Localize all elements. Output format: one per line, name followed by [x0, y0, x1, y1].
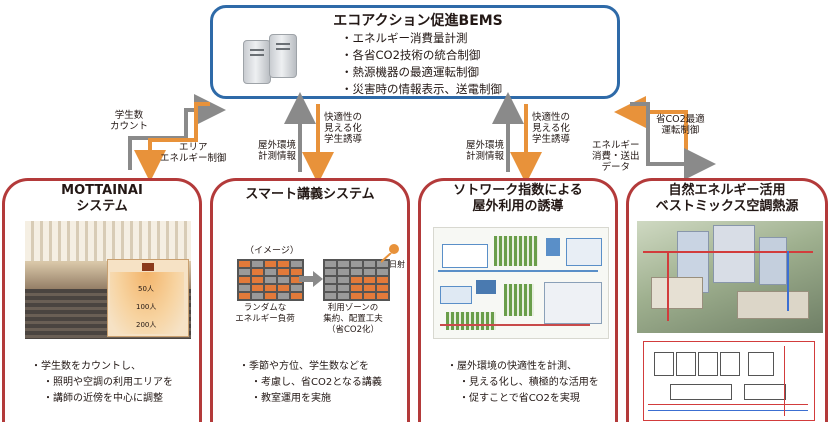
sotowork-diagram: [433, 227, 609, 339]
panel-sotowork: ソトワーク指数による 屋外利用の誘導 屋外環境の快適性を計測、 見える化し、積極…: [418, 178, 618, 422]
arrow-right-icon: [299, 271, 323, 287]
bems-box: エコアクション促進BEMS エネルギー消費量計測 各省CO2技術の統合制御 熱源…: [210, 5, 620, 99]
panel-title: スマート講義システム: [245, 187, 375, 202]
bems-feature: エネルギー消費量計測: [341, 30, 502, 47]
arrow-label: 屋外環境 計測情報: [466, 140, 505, 162]
panel-description: 学生数をカウントし、 照明や空調の利用エリアを 講師の近傍を中心に調整: [31, 359, 173, 407]
lecture-hall-image: 50人 100人 200人: [25, 221, 191, 339]
arrow-gray-right: [630, 102, 716, 180]
image-note: （イメージ）: [245, 246, 299, 256]
sun-label: 日射: [389, 260, 405, 269]
arrow-label: エリア エネルギー制御: [160, 142, 227, 164]
arrow-label: 屋外環境 計測情報: [258, 140, 297, 162]
count-label: 100人: [136, 303, 157, 311]
bems-title: エコアクション促進BEMS: [333, 13, 503, 29]
sun-icon: [389, 244, 399, 254]
server-icon: [239, 34, 299, 90]
sun-ray-icon: [381, 253, 392, 263]
panel-smart-lecture: スマート講義システム （イメージ） 日射 ランダムな エネルギー負荷 利用ゾーン…: [210, 178, 410, 422]
panel-title: ソトワーク指数による 屋外利用の誘導: [453, 183, 583, 214]
arrow-label: エネルギー 消費・送出 データ: [592, 140, 640, 173]
right-caption: 利用ゾーンの 集約、配置工夫 （省CO2化）: [323, 303, 383, 335]
bems-feature: 災害時の情報表示、送電制御: [341, 81, 503, 98]
bems-feature-list: エネルギー消費量計測 各省CO2技術の統合制御 熱源機器の最適運転制御 災害時の…: [341, 30, 503, 98]
heat-source-schematic: [643, 341, 815, 421]
connector-arrows: [128, 92, 716, 180]
arrow-label: 省CO2最適 運転制御: [656, 114, 705, 136]
panel-title: MOTTAINAI システム: [61, 183, 143, 214]
campus-energy-illustration: [637, 221, 823, 333]
occupancy-overlay: 50人 100人 200人: [107, 259, 189, 337]
panel-mottainai: MOTTAINAI システム 50人 100人 200人 学生数をカウントし、 …: [2, 178, 202, 422]
panel-natural-energy: 自然エネルギー活用 ベストミックス空調熱源: [626, 178, 828, 422]
arrow-orange-left: [134, 102, 210, 180]
left-caption: ランダムな エネルギー負荷: [235, 303, 295, 324]
count-label: 50人: [138, 285, 154, 293]
arrow-label: 学生数 カウント: [110, 110, 149, 132]
arrow-label: 快適性の 見える化 学生誘導: [532, 112, 571, 145]
count-label: 200人: [136, 321, 157, 329]
panel-title: 自然エネルギー活用 ベストミックス空調熱源: [655, 183, 799, 214]
random-load-blocks: [237, 259, 304, 301]
clustered-load-blocks: [323, 259, 390, 301]
bems-feature: 熱源機器の最適運転制御: [341, 64, 502, 81]
panel-description: 季節や方位、学生数などを 考慮し、省CO2となる講義 教室運用を実施: [239, 359, 382, 407]
bems-feature: 各省CO2技術の統合制御: [341, 47, 502, 64]
panel-description: 屋外環境の快適性を計測、 見える化し、積極的な活用を 促すことで省CO2を実現: [447, 359, 599, 407]
arrow-label: 快適性の 見える化 学生誘導: [324, 112, 363, 145]
